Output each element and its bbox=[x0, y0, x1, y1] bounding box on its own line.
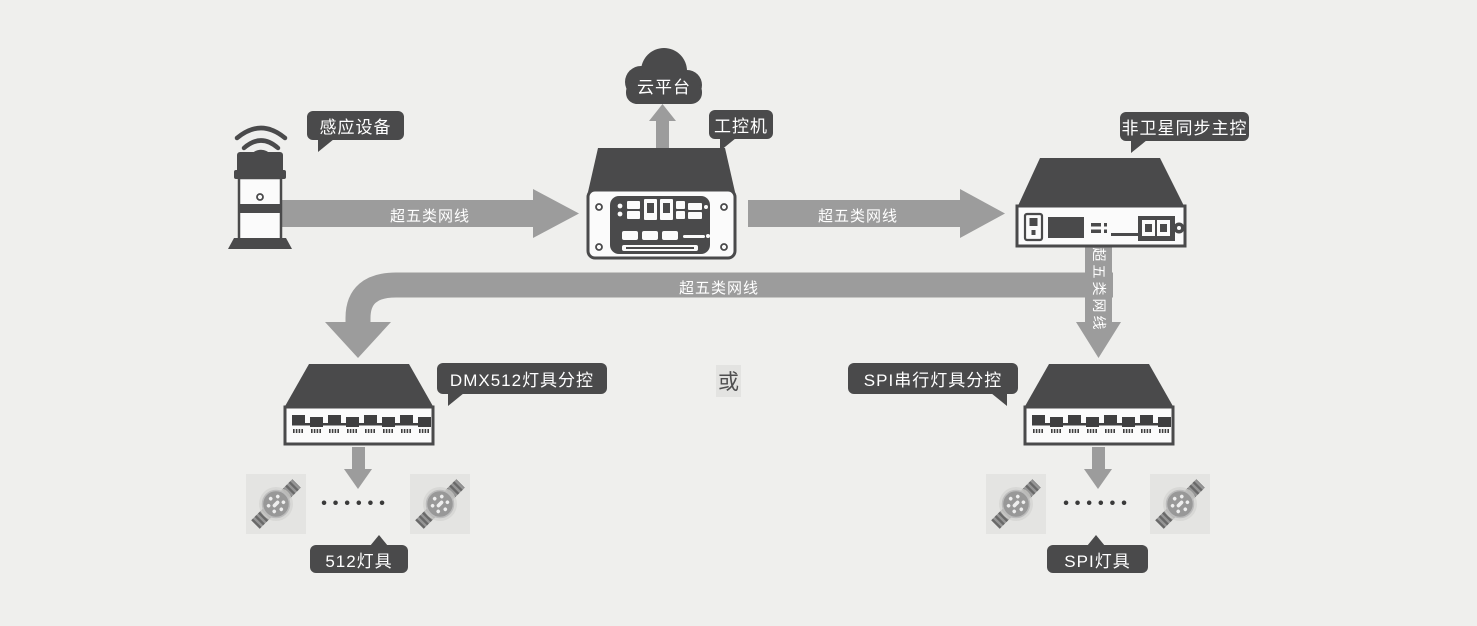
arrow-ipc-to-cloud bbox=[649, 104, 676, 150]
dmx-lights-ellipsis: •••••• bbox=[321, 495, 391, 512]
master-label-bubble: 非卫星同步主控 bbox=[1120, 112, 1249, 154]
cable-label-ipc-master: 超五类网线 bbox=[817, 208, 898, 225]
arrow-spi-to-lights bbox=[1084, 447, 1112, 489]
spi-subcontroller-illustration bbox=[1023, 363, 1175, 447]
cloud-platform-label: 云平台 bbox=[637, 78, 691, 97]
spi-controller-label-bubble: SPI串行灯具分控 bbox=[848, 363, 1018, 407]
spi-light-fixture-right bbox=[1150, 474, 1210, 534]
arrow-sensor-to-ipc bbox=[281, 189, 579, 238]
sensor-label-bubble: 感应设备 bbox=[307, 111, 404, 153]
cable-label-sensor-ipc: 超五类网线 bbox=[389, 208, 470, 225]
dmx-lights-label-bubble: 512灯具 bbox=[310, 534, 408, 573]
sensor-device-illustration bbox=[228, 125, 292, 249]
dmx-light-fixture-right bbox=[410, 474, 470, 534]
dmx-subcontroller-illustration bbox=[283, 363, 435, 447]
master-device-illustration bbox=[1015, 158, 1187, 248]
cable-label-master-spi: 超五类网线 bbox=[1091, 247, 1107, 333]
cloud-icon bbox=[625, 48, 702, 104]
ipc-label-bubble: 工控机 bbox=[709, 110, 773, 152]
ipc-device-illustration bbox=[586, 148, 737, 260]
arrow-dmx-to-lights bbox=[344, 447, 372, 489]
spi-lights-label-bubble: SPI灯具 bbox=[1047, 534, 1148, 573]
arrow-master-to-dmx bbox=[325, 272, 1113, 358]
arrow-ipc-to-master bbox=[748, 189, 1005, 238]
dmx-controller-label-bubble: DMX512灯具分控 bbox=[437, 363, 607, 407]
cable-label-master-dmx: 超五类网线 bbox=[678, 280, 759, 297]
or-label: 或 bbox=[716, 365, 741, 397]
spi-light-fixture-left bbox=[986, 474, 1046, 534]
spi-lights-ellipsis: •••••• bbox=[1063, 495, 1133, 512]
